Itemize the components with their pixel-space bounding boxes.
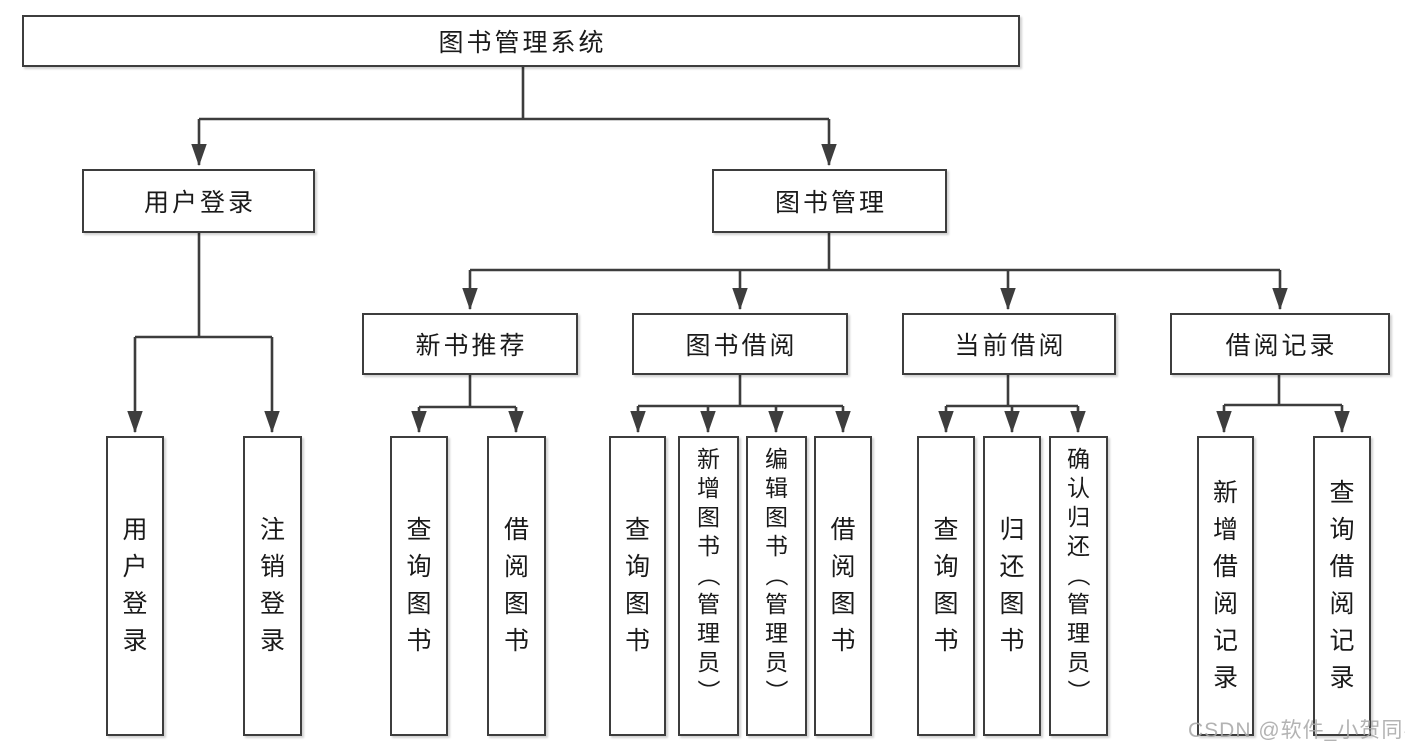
node-new-book-recommend-label: 新书推荐 [415,332,528,360]
node-book-borrowing: 图书借阅 [632,313,848,375]
node-user-login-leaf-label: 用户登录 [122,516,148,655]
node-root-label: 图书管理系统 [438,29,607,57]
node-br-query-record-label: 查询借阅记录 [1329,479,1355,692]
node-br-add-record: 新增借阅记录 [1197,436,1254,736]
node-bb-query-books: 查询图书 [609,436,666,736]
node-bb-edit-books-admin-label: 编辑图书（管理员） [763,446,790,703]
node-nbr-query-books-label: 查询图书 [406,516,432,655]
node-cb-return-books: 归还图书 [983,436,1041,736]
node-user-login-leaf: 用户登录 [106,436,164,736]
node-book-management-label: 图书管理 [774,189,887,217]
node-user-login: 用户登录 [82,169,315,233]
node-user-login-label: 用户登录 [143,189,256,217]
node-nbr-query-books: 查询图书 [390,436,448,736]
node-bb-borrow-books: 借阅图书 [814,436,872,736]
node-cb-confirm-return-admin: 确认归还（管理员） [1049,436,1108,736]
node-cb-query-books: 查询图书 [917,436,975,736]
node-book-management: 图书管理 [712,169,947,233]
node-nbr-borrow-books-label: 借阅图书 [503,516,529,655]
node-nbr-borrow-books: 借阅图书 [487,436,546,736]
node-bb-add-books-admin-label: 新增图书（管理员） [695,446,722,703]
node-logout-leaf-label: 注销登录 [259,516,285,655]
node-current-borrowing-label: 当前借阅 [954,332,1067,360]
node-borrowing-records-label: 借阅记录 [1225,332,1338,360]
node-cb-return-books-label: 归还图书 [999,516,1025,655]
node-cb-confirm-return-admin-label: 确认归还（管理员） [1065,446,1092,703]
watermark: CSDN @软件_小贺同学 [1188,719,1405,742]
node-borrowing-records: 借阅记录 [1170,313,1390,375]
node-cb-query-books-label: 查询图书 [933,516,959,655]
node-book-borrowing-label: 图书借阅 [685,332,798,360]
node-br-query-record: 查询借阅记录 [1313,436,1371,736]
node-bb-edit-books-admin: 编辑图书（管理员） [746,436,807,736]
node-root: 图书管理系统 [22,15,1020,67]
node-bb-add-books-admin: 新增图书（管理员） [678,436,739,736]
node-current-borrowing: 当前借阅 [902,313,1116,375]
node-logout-leaf: 注销登录 [243,436,302,736]
node-br-add-record-label: 新增借阅记录 [1212,479,1238,692]
node-bb-borrow-books-label: 借阅图书 [830,516,856,655]
node-new-book-recommend: 新书推荐 [362,313,578,375]
node-bb-query-books-label: 查询图书 [624,516,650,655]
